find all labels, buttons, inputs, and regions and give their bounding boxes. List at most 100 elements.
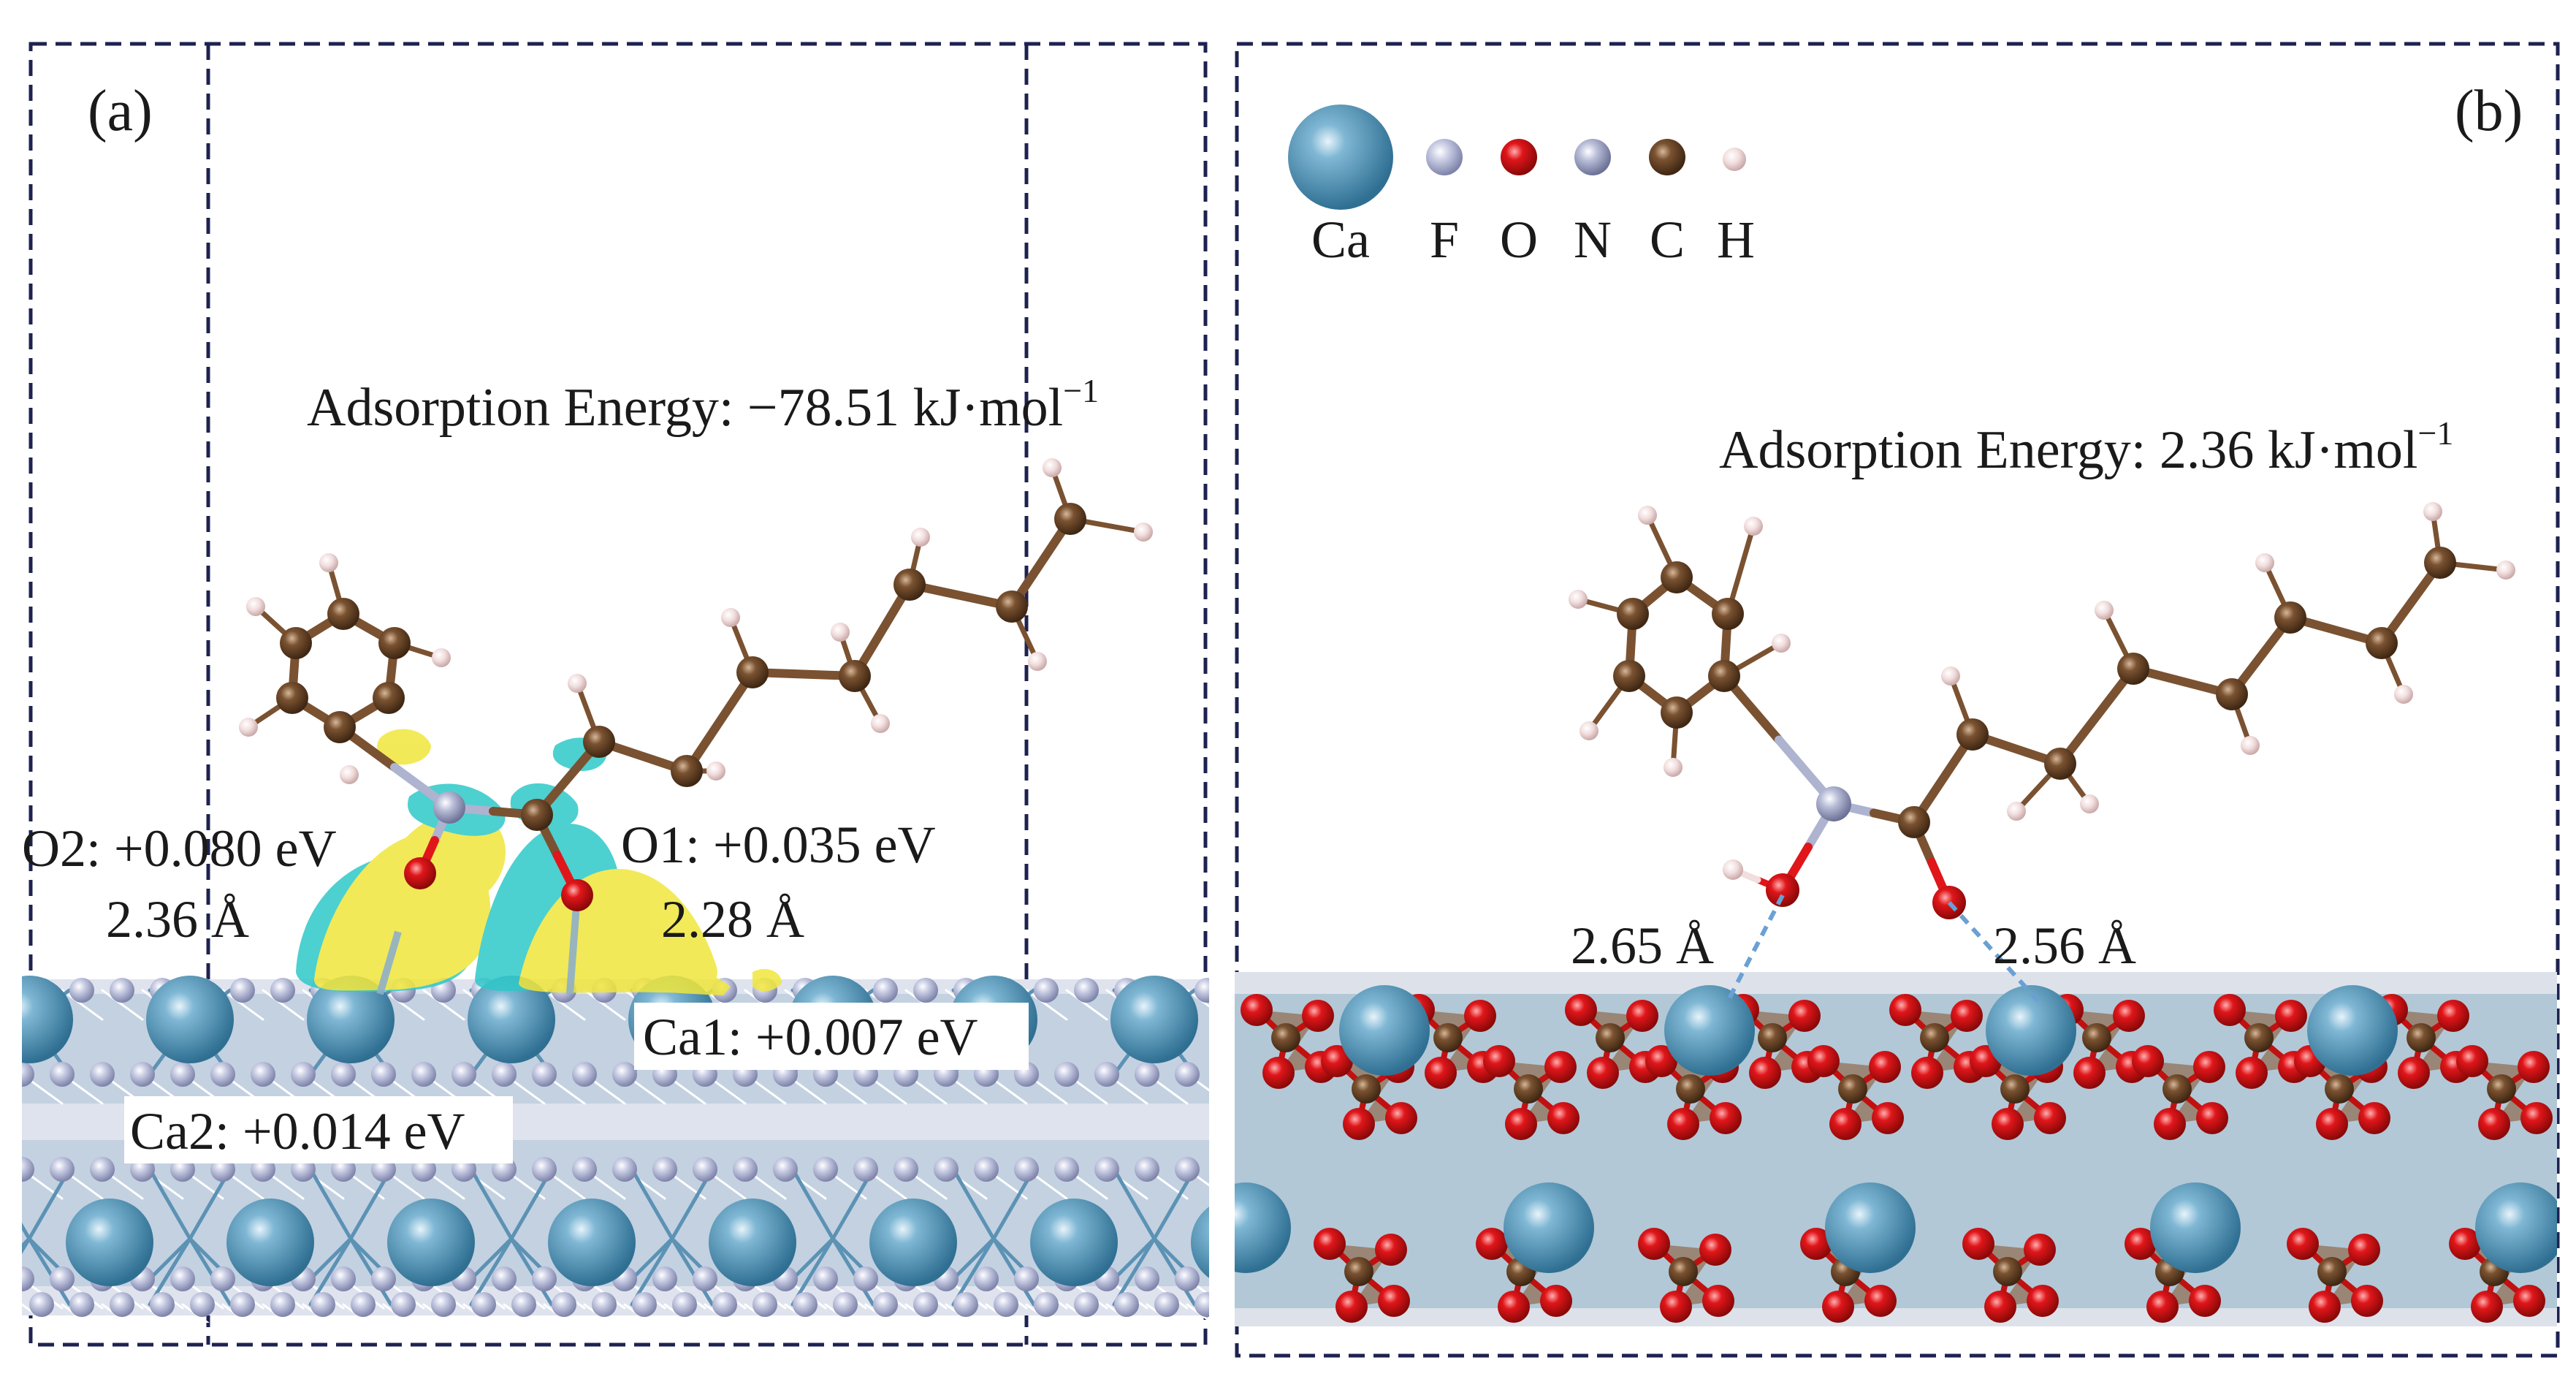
f-atom [712, 1292, 737, 1317]
bond [1152, 1237, 1197, 1307]
f-atom [833, 1292, 858, 1317]
panel-b-frame [1235, 42, 2560, 1358]
panel-b-left-distance: 2.65 Å [1571, 916, 1714, 975]
h-atom [1043, 458, 1062, 477]
bond [308, 1167, 353, 1241]
h-atom [319, 553, 338, 572]
bond [951, 1167, 996, 1241]
bond [503, 1303, 531, 1323]
c-atom [378, 627, 411, 659]
bond [583, 989, 626, 1021]
h-atom [1772, 634, 1791, 653]
f-atom [331, 1266, 356, 1291]
f-atom [251, 1062, 275, 1087]
n-atom [1816, 786, 1851, 821]
o-atom [2146, 1291, 2179, 1323]
h-atom [1638, 506, 1657, 525]
o-atom [1869, 1051, 1901, 1083]
f-atom [270, 978, 295, 1003]
legend-c-label: C [1650, 210, 1685, 269]
bond [22, 1222, 31, 1241]
bond [221, 1303, 250, 1323]
ca-atom [1986, 985, 2076, 1076]
bond [148, 1167, 192, 1241]
f-atom [110, 978, 134, 1003]
f-atom [492, 1062, 517, 1087]
o-atom [2214, 994, 2246, 1026]
c-atom [1344, 1257, 1373, 1286]
f-atom [492, 1266, 517, 1291]
o-atom [1262, 1057, 1295, 1089]
bond [904, 1303, 933, 1323]
o-atom [2024, 1234, 2056, 1266]
ca-atom [1339, 985, 1430, 1076]
c-atom [1352, 1074, 1381, 1104]
f-atom [371, 1266, 396, 1291]
f-atom [1194, 1292, 1209, 1317]
bond [1146, 1303, 1174, 1323]
c-atom [2117, 653, 2149, 685]
f-atom [592, 1292, 617, 1317]
o-atom [2113, 1000, 2145, 1032]
ca-atom [468, 976, 555, 1063]
bond [1065, 989, 1108, 1021]
ca-atom [146, 976, 234, 1063]
o-atom [2449, 1228, 2481, 1260]
c-atom [736, 656, 769, 688]
bond [1112, 1237, 1156, 1281]
legend-c-atom [1649, 139, 1685, 175]
o-atom [1889, 994, 1921, 1026]
bond [790, 1167, 835, 1241]
h-atom [911, 528, 930, 547]
f-atom [532, 1157, 557, 1182]
c-atom [583, 726, 615, 758]
f-atom [873, 1292, 898, 1317]
h-atom [871, 714, 890, 733]
c-atom [2325, 1074, 2354, 1104]
bond [744, 1303, 772, 1323]
legend-n-label: N [1574, 210, 1612, 269]
f-atom [1175, 1266, 1200, 1291]
c-atom [1920, 1023, 1949, 1052]
c-atom [2000, 1074, 2030, 1104]
o-atom [2309, 1291, 2341, 1323]
o-atom [404, 857, 436, 889]
o-atom [1660, 1291, 1692, 1323]
o-atom [1425, 1057, 1457, 1089]
bond [22, 1237, 31, 1249]
legend-h-label: H [1717, 210, 1755, 269]
bond [2129, 664, 2236, 699]
panel-b-tag: (b) [2455, 79, 2523, 143]
o-atom [2471, 1291, 2503, 1323]
f-atom [1135, 1157, 1159, 1182]
ca-atom [1110, 976, 1198, 1063]
o-atom [1335, 1291, 1368, 1323]
c-atom [1669, 1257, 1698, 1286]
h-atom [246, 597, 265, 616]
c-atom [1596, 1023, 1625, 1052]
o-atom [561, 879, 593, 911]
bond [670, 1237, 715, 1307]
o-atom [1385, 1102, 1417, 1134]
c-atom [1661, 561, 1693, 593]
o-atom [1864, 1285, 1897, 1317]
o-atom [1540, 1285, 1572, 1317]
bond [509, 1237, 554, 1307]
bond [1065, 1303, 1094, 1323]
bond [630, 1237, 674, 1281]
f-atom [532, 1266, 557, 1291]
panel-a-adsorption-energy: Adsorption Energy: −78.51 kJ·mol−1 [307, 372, 1099, 438]
legend-ca-atom [1288, 105, 1393, 210]
o-atom [1807, 1045, 1840, 1077]
legend-o-label: O [1500, 210, 1538, 269]
h-atom [2007, 802, 2026, 821]
o-atom [1710, 1102, 1742, 1134]
bond [583, 1303, 611, 1323]
f-atom [1074, 1292, 1099, 1317]
c-atom [996, 590, 1028, 623]
legend-o-atom [1501, 139, 1537, 175]
h-atom [2080, 794, 2099, 813]
ca-atom [387, 1199, 475, 1286]
c-atom [2317, 1257, 2347, 1286]
f-atom [612, 1157, 637, 1182]
